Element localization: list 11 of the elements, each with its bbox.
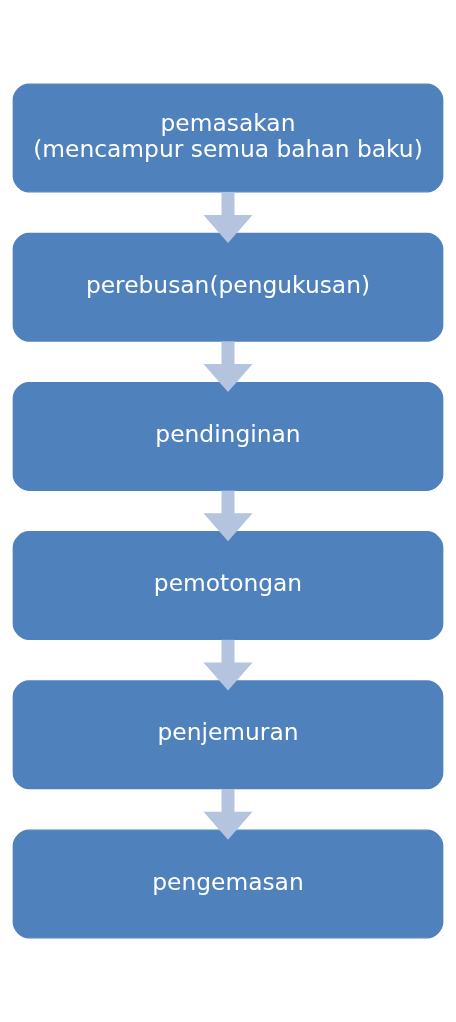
arrow xyxy=(203,490,253,542)
node-box: perebusan(pengukusan) xyxy=(12,232,444,342)
arrow xyxy=(203,341,253,393)
node-box: pendinginan xyxy=(12,381,444,491)
arrow xyxy=(203,192,253,243)
arrow xyxy=(203,639,253,691)
node-box: pengemasan xyxy=(12,829,444,939)
node-box: penjemuran xyxy=(12,680,444,790)
node-box: pemotongan xyxy=(12,531,444,641)
arrow xyxy=(203,789,253,840)
node-box: pemasakan (mencampur semua bahan baku) xyxy=(12,83,444,193)
